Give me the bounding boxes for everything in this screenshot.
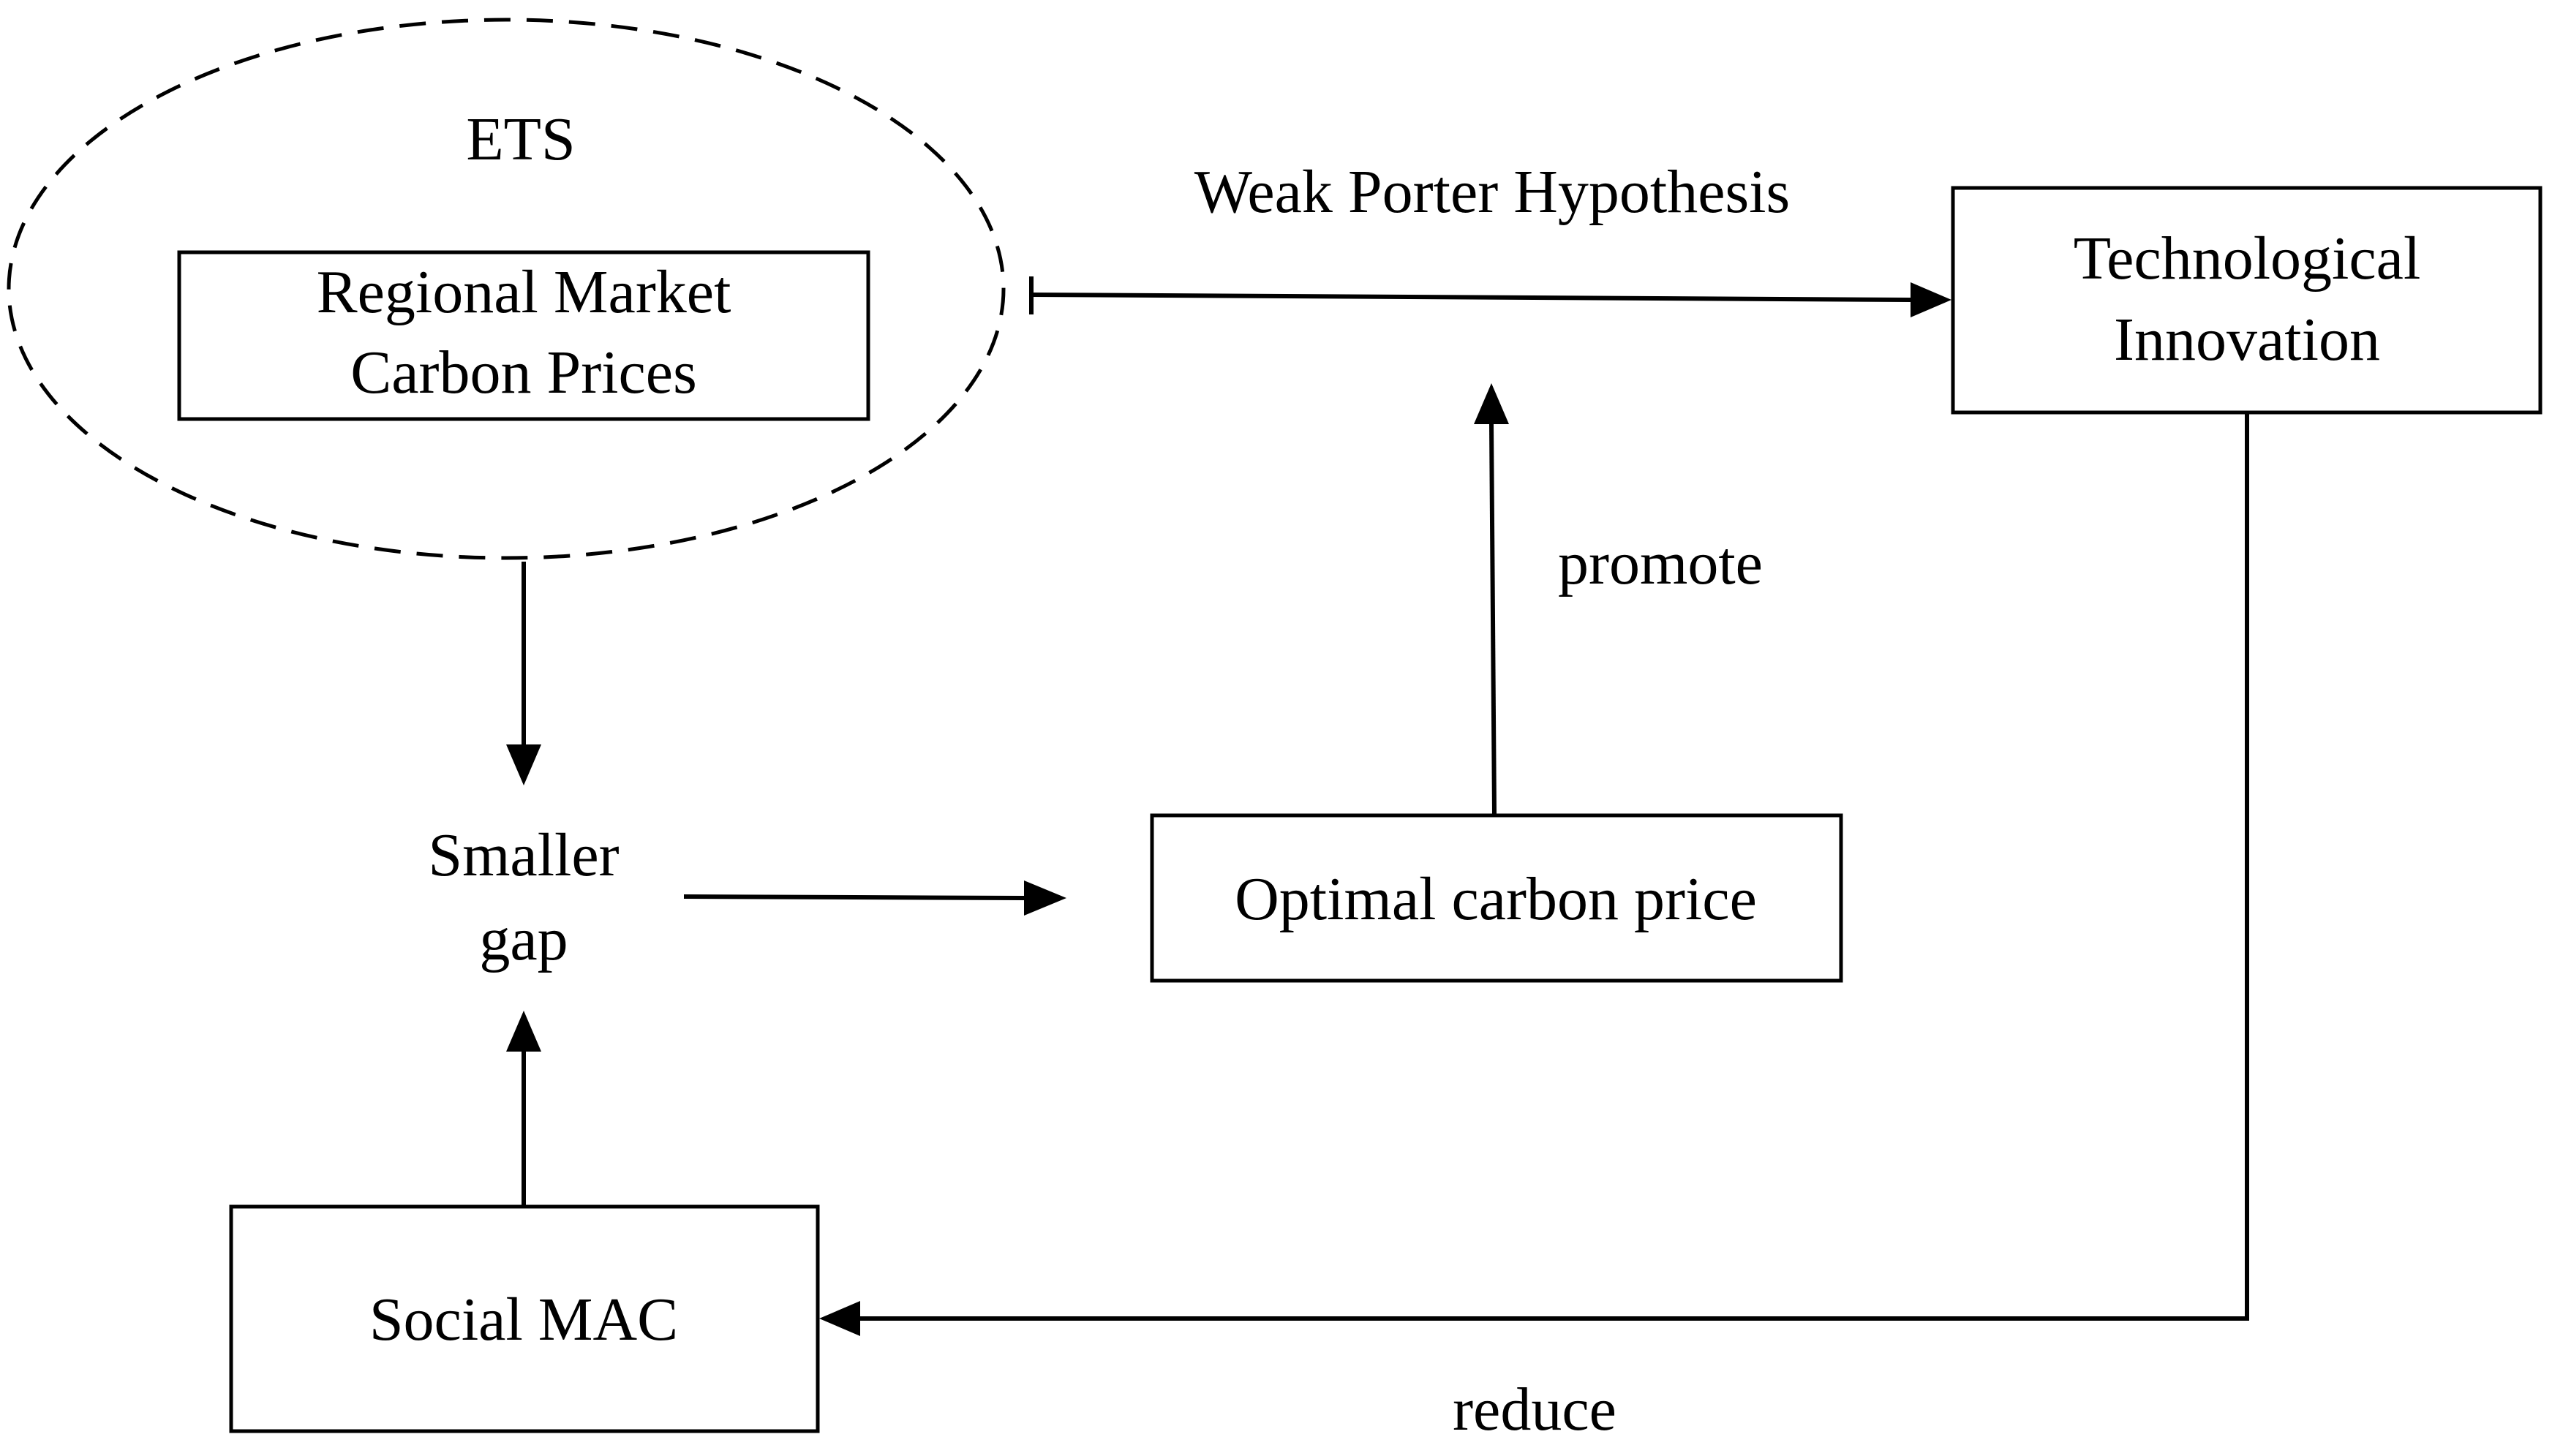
edge-reduce-line [860, 412, 2249, 1321]
edge-promote: promote [1474, 383, 1763, 815]
smaller-gap-label-line2: gap [479, 905, 568, 973]
edge-weak-porter-line [1031, 293, 1911, 302]
edge-gap-to-optimal-arrowhead [1024, 880, 1066, 916]
edge-reduce: reduce [819, 412, 2249, 1444]
regional-market-box [177, 250, 870, 421]
edge-regional-to-gap [506, 562, 541, 785]
edge-regional-to-gap-arrowhead [506, 744, 541, 785]
edge-gap-to-optimal-line [683, 894, 1025, 900]
edge-reduce-label: reduce [1453, 1376, 1616, 1444]
edge-promote-label: promote [1558, 529, 1763, 597]
social-mac-label: Social MAC [369, 1286, 678, 1354]
smaller-gap-label-line1: Smaller [428, 821, 619, 889]
ets-group: ETS Regional Market Carbon Prices [7, 18, 1006, 560]
edge-promote-arrowhead [1474, 383, 1509, 424]
edge-reduce-arrowhead [819, 1301, 860, 1336]
ets-label: ETS [466, 105, 575, 173]
edge-mac-to-gap-arrowhead [506, 1011, 541, 1052]
edge-promote-line [1489, 423, 1497, 815]
edge-weak-porter-label: Weak Porter Hypothesis [1194, 158, 1790, 226]
social-mac-box [229, 1204, 820, 1433]
regional-market-label-line2: Carbon Prices [350, 339, 697, 407]
edge-weak-porter-arrowhead [1911, 282, 1951, 317]
ets-ellipse [7, 18, 1006, 560]
edge-weak-porter: Weak Porter Hypothesis [1029, 158, 1951, 317]
edge-mac-to-gap [506, 1011, 541, 1205]
optimal-price-label: Optimal carbon price [1235, 865, 1757, 933]
optimal-price-box [1150, 813, 1843, 983]
tech-innovation-label-line1: Technological [2074, 225, 2421, 293]
regional-market-label-line1: Regional Market [317, 258, 731, 326]
tech-innovation-label-line2: Innovation [2114, 306, 2380, 374]
tech-innovation-box [1951, 186, 2542, 415]
edge-gap-to-optimal [683, 880, 1066, 916]
